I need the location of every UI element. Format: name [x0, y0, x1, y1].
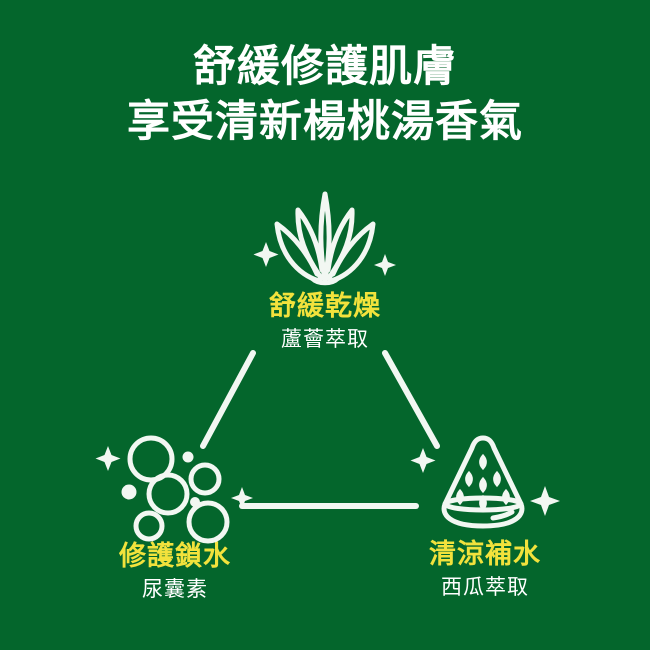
benefit-ingredient-allantoin: 尿囊素	[142, 577, 208, 601]
headline-line-2: 享受清新楊桃湯香氣	[127, 98, 523, 147]
sparkle-icon	[95, 446, 121, 471]
page-title: 舒緩修護肌膚 享受清新楊桃湯香氣	[0, 40, 650, 150]
watermelon-slice-icon	[410, 435, 560, 529]
bubbles-icon	[95, 435, 253, 544]
aloe-plant-icon	[253, 191, 396, 286]
benefit-node-moisture-lock: 修護鎖水 尿囊素	[60, 432, 290, 604]
benefit-ingredient-aloe: 蘆薈萃取	[281, 327, 369, 351]
sparkle-icon	[374, 254, 396, 276]
benefit-node-hydration: 清涼補水 西瓜萃取	[370, 430, 600, 602]
watermelon-icon-container	[370, 430, 600, 538]
sparkle-icon	[530, 486, 560, 516]
aloe-icon-container	[210, 182, 440, 290]
sparkle-icon	[231, 487, 253, 509]
sparkle-icon	[410, 448, 436, 473]
headline-line-1: 舒緩修護肌膚	[193, 43, 457, 91]
benefit-ingredient-watermelon: 西瓜萃取	[441, 575, 529, 599]
benefit-node-soothing: 舒緩乾燥 蘆薈萃取	[210, 182, 440, 354]
sparkle-icon	[253, 242, 279, 267]
benefit-title-moisture-lock: 修護鎖水	[119, 541, 231, 571]
bubbles-icon-container	[60, 432, 290, 544]
benefit-title-hydration: 清涼補水	[429, 539, 541, 569]
benefit-title-soothing: 舒緩乾燥	[269, 291, 381, 321]
